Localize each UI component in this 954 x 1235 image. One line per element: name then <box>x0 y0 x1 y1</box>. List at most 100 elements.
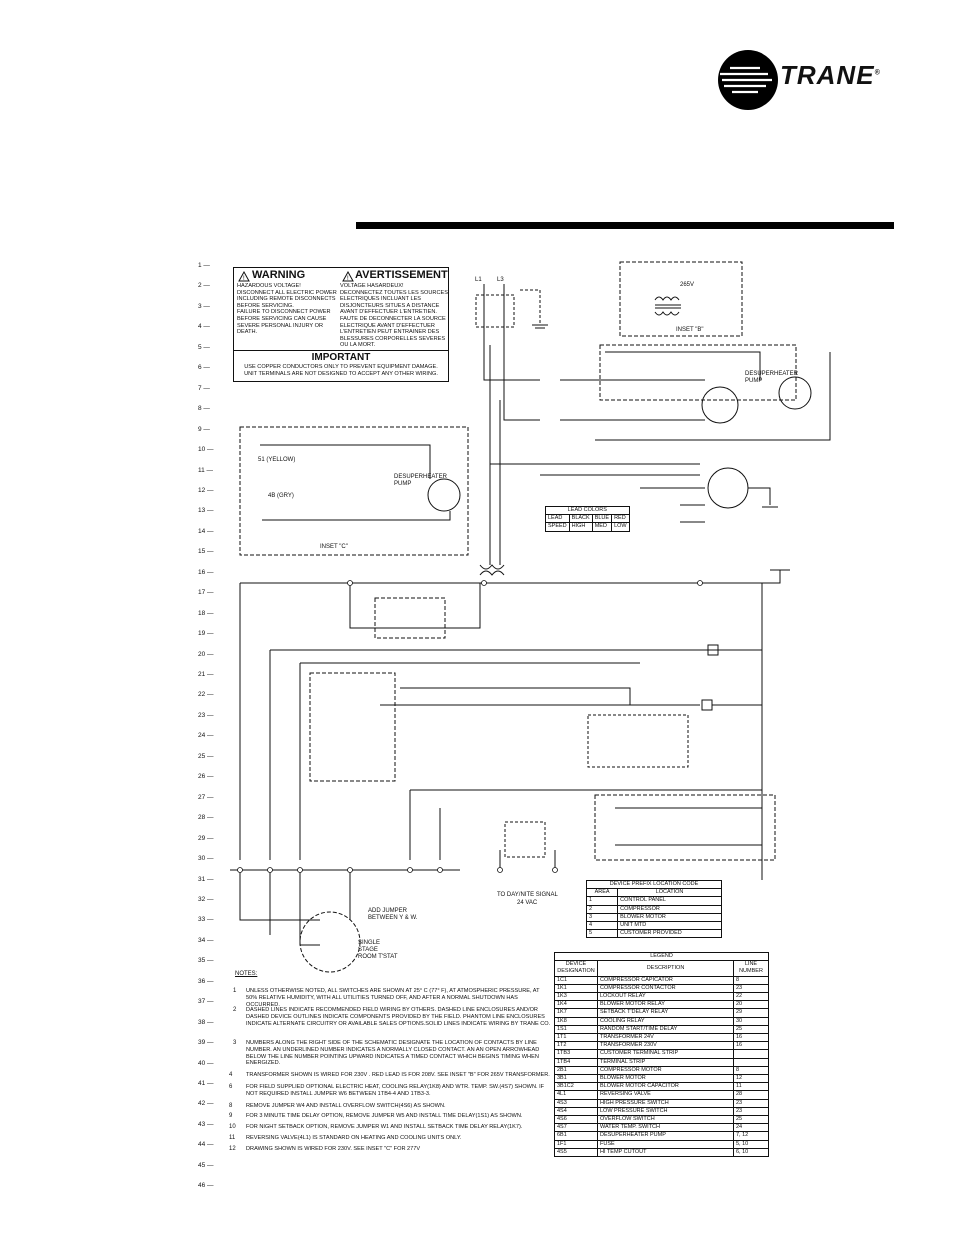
legend-row-cell: COMPRESSOR CAPICATOR <box>597 975 734 985</box>
line-number: 23 — <box>198 711 214 719</box>
legend-row-cell: CUSTOMER TERMINAL STRIP <box>597 1049 734 1059</box>
vac-label: 24 VAC <box>517 900 538 906</box>
l1-label: L1 <box>475 277 482 283</box>
legend-row-cell: 4S4 <box>554 1106 598 1117</box>
legend-row-cell: 3B1C2 <box>554 1082 598 1092</box>
legend-row-cell: BLOWER MOTOR CAPACITOR <box>597 1082 734 1092</box>
important-line: USE COPPER CONDUCTORS ONLY TO PREVENT EQ… <box>244 364 438 370</box>
line-number: 38 — <box>198 1018 214 1026</box>
warning-text-en: HAZARDOUS VOLTAGE!DISCONNECT ALL ELECTRI… <box>237 283 337 336</box>
warning-line-fr: BLESSURES CORPORELLES SEVERES <box>340 335 446 342</box>
legend-row-cell: 8 <box>733 1065 769 1076</box>
legend-row-cell: FUSE <box>597 1139 734 1149</box>
prefix-row-cell: 5 <box>585 929 619 939</box>
legend-row-cell: 1T2 <box>554 1041 598 1051</box>
legend-row-cell: 6, 10 <box>733 1147 769 1158</box>
note-number: 6 <box>229 1084 233 1090</box>
legend-row-cell: 16 <box>733 1033 769 1043</box>
trane-logo <box>716 48 894 112</box>
line-number: 37 — <box>198 998 214 1006</box>
note-text: FOR NIGHT SETBACK OPTION, REMOVE JUMPER … <box>246 1124 523 1130</box>
warning-line: INCLUDING REMOTE DISCONNECTS <box>237 296 336 303</box>
warning-line-fr: ELECTRIQUES INCLUANT LES <box>340 296 422 303</box>
title-rule <box>356 222 894 229</box>
warning-line-fr: VOLTAGE HASARDEUX! <box>340 283 404 289</box>
note-number: 4 <box>229 1072 233 1078</box>
line-number: 42 — <box>198 1100 214 1108</box>
note-number: 1 <box>233 988 237 994</box>
prefix-row-cell: CUSTOMER PROVIDED <box>617 929 722 939</box>
line-number: 6 — <box>198 364 210 372</box>
warning-line: DISCONNECT ALL ELECTRIC POWER <box>237 289 337 296</box>
line-number: 44 — <box>198 1141 214 1149</box>
note-number: 9 <box>229 1113 233 1119</box>
device-prefix-title: DEVICE PREFIX LOCATION CODE <box>586 879 722 890</box>
legend-row-cell: 4S3 <box>554 1098 598 1108</box>
note-number: 2 <box>233 1007 237 1013</box>
lead-row-cell: BLUE <box>591 514 613 524</box>
line-number: 2 — <box>198 282 210 290</box>
line-number: 40 — <box>198 1059 214 1067</box>
legend-row-cell: 1C1 <box>554 975 598 985</box>
warning-icon-fr: ! <box>342 269 354 287</box>
legend-row-cell: DESUPERHEATER PUMP <box>597 1131 734 1141</box>
prefix-row-cell: COMPRESSOR <box>617 904 722 914</box>
legend-row-cell: 20 <box>733 1000 769 1010</box>
legend-row-cell: 23 <box>733 1098 769 1108</box>
prefix-row-cell: 3 <box>585 912 619 923</box>
line-number: 36 — <box>198 977 214 985</box>
lead-row-cell: LOW <box>611 522 630 532</box>
line-number: 20 — <box>198 650 214 658</box>
line-number: 28 — <box>198 814 214 822</box>
add-jumper-label: ADD JUMPER BETWEEN Y & W. <box>368 908 418 921</box>
warning-line: BEFORE SERVICING. <box>237 302 294 309</box>
brand-name: TRANE® <box>780 60 881 90</box>
warning-line-fr: DECONNECTEZ TOUTES LES SOURCES <box>340 289 448 296</box>
legend-row-cell: 12 <box>733 1074 769 1084</box>
legend-row-cell: COMPRESSOR MOTOR <box>597 1065 734 1076</box>
line-number: 8 — <box>198 405 210 413</box>
lead-row-cell: SPEED <box>545 522 570 532</box>
line-number: 41 — <box>198 1080 214 1087</box>
note-text: REMOVE JUMPER W4 AND INSTALL OVERFLOW SW… <box>246 1103 446 1109</box>
legend-row-cell: BLOWER MOTOR <box>597 1074 734 1084</box>
prefix-row-cell: 1 <box>585 896 619 906</box>
note-number: 10 <box>229 1124 236 1130</box>
warning-title-fr: AVERTISSEMENT <box>355 269 448 281</box>
legend-row-cell: 4S7 <box>554 1123 598 1133</box>
line-number: 33 — <box>198 916 214 924</box>
legend-row-cell: 30 <box>733 1016 769 1026</box>
note-text: DASHED LINES INDICATE RECOMMENDED FIELD … <box>246 1007 551 1027</box>
legend-row-cell: 1TB3 <box>554 1049 598 1059</box>
line-number: 10 — <box>198 446 214 454</box>
legend-row-cell: LOW PRESSURE SWITCH <box>597 1106 734 1117</box>
warning-line-fr: DISJONCTEURS SITUES A DISTANCE <box>340 302 440 309</box>
lead-row-cell: HIGH <box>568 522 593 532</box>
warning-box: ! WARNING ! AVERTISSEMENT HAZARDOUS VOLT… <box>233 267 449 382</box>
legend-row-cell: 1K1 <box>554 983 598 994</box>
legend-row-cell: 11 <box>733 1082 769 1092</box>
inset-b-label: INSET "B" <box>676 327 704 333</box>
prefix-header-area: AREA <box>585 888 619 898</box>
legend-row-cell: 22 <box>733 992 769 1002</box>
important-text: USE COPPER CONDUCTORS ONLY TO PREVENT EQ… <box>234 364 448 377</box>
prefix-row-cell: CONTROL PANEL <box>617 896 722 906</box>
line-number: 27 — <box>198 793 214 801</box>
legend-row-cell: COOLING RELAY <box>597 1016 734 1026</box>
legend-row-cell: HIGH PRESSURE SWITCH <box>597 1098 734 1108</box>
legend-header-device: DEVICE DESIGNATION <box>554 960 598 977</box>
lead-colors-title: LEAD COLORS <box>545 505 630 516</box>
legend-table: LEGEND DEVICE DESIGNATION DESCRIPTION LI… <box>554 951 769 1158</box>
warning-icon: ! <box>238 269 250 287</box>
warning-line-fr: L'ENTRETIEN PEUT ENTRAINER DES <box>340 329 440 336</box>
